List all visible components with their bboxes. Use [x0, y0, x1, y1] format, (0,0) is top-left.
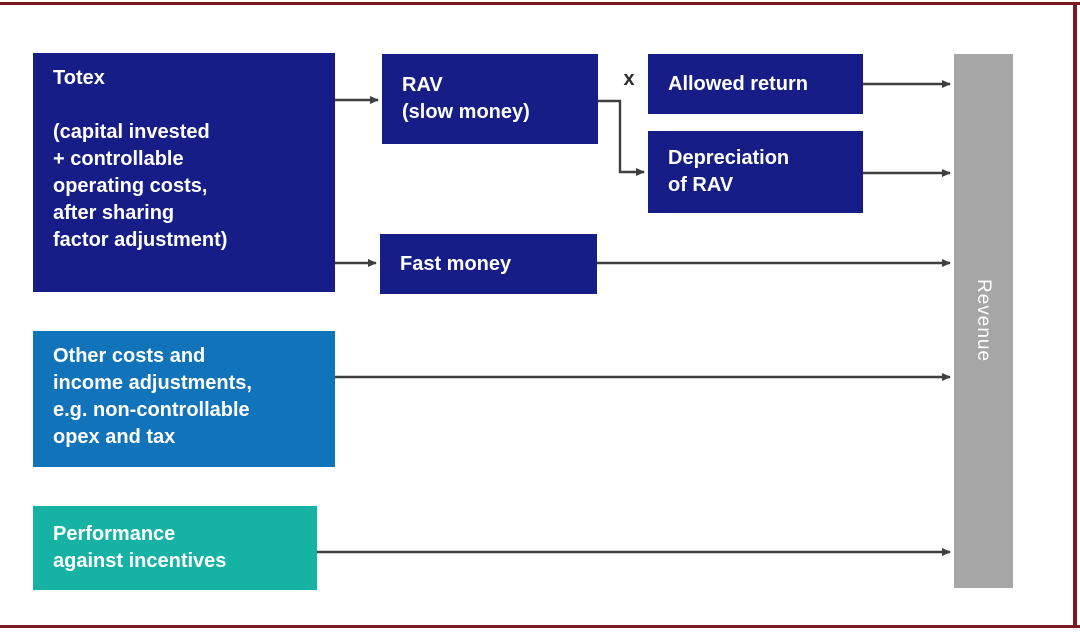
- bottom-border-rule: [0, 625, 1080, 628]
- arrow-rav-to-depreciation: [598, 99, 645, 176]
- revenue-bar: Revenue: [954, 54, 1013, 588]
- performance-incentives-box: Performance against incentives: [33, 506, 317, 590]
- allowed-return-box: Allowed return: [648, 54, 863, 114]
- fast-money-box: Fast money: [380, 234, 597, 294]
- multiply-operator: x: [623, 68, 635, 90]
- other-costs-box: Other costs and income adjustments, e.g.…: [33, 331, 335, 467]
- totex-box: Totex (capital invested + controllable o…: [33, 53, 335, 292]
- depreciation-of-rav-box: Depreciation of RAV: [648, 131, 863, 213]
- top-border-rule: [0, 2, 1080, 5]
- right-border-rule: [1073, 2, 1077, 628]
- rav-slow-money-box: RAV (slow money): [382, 54, 598, 144]
